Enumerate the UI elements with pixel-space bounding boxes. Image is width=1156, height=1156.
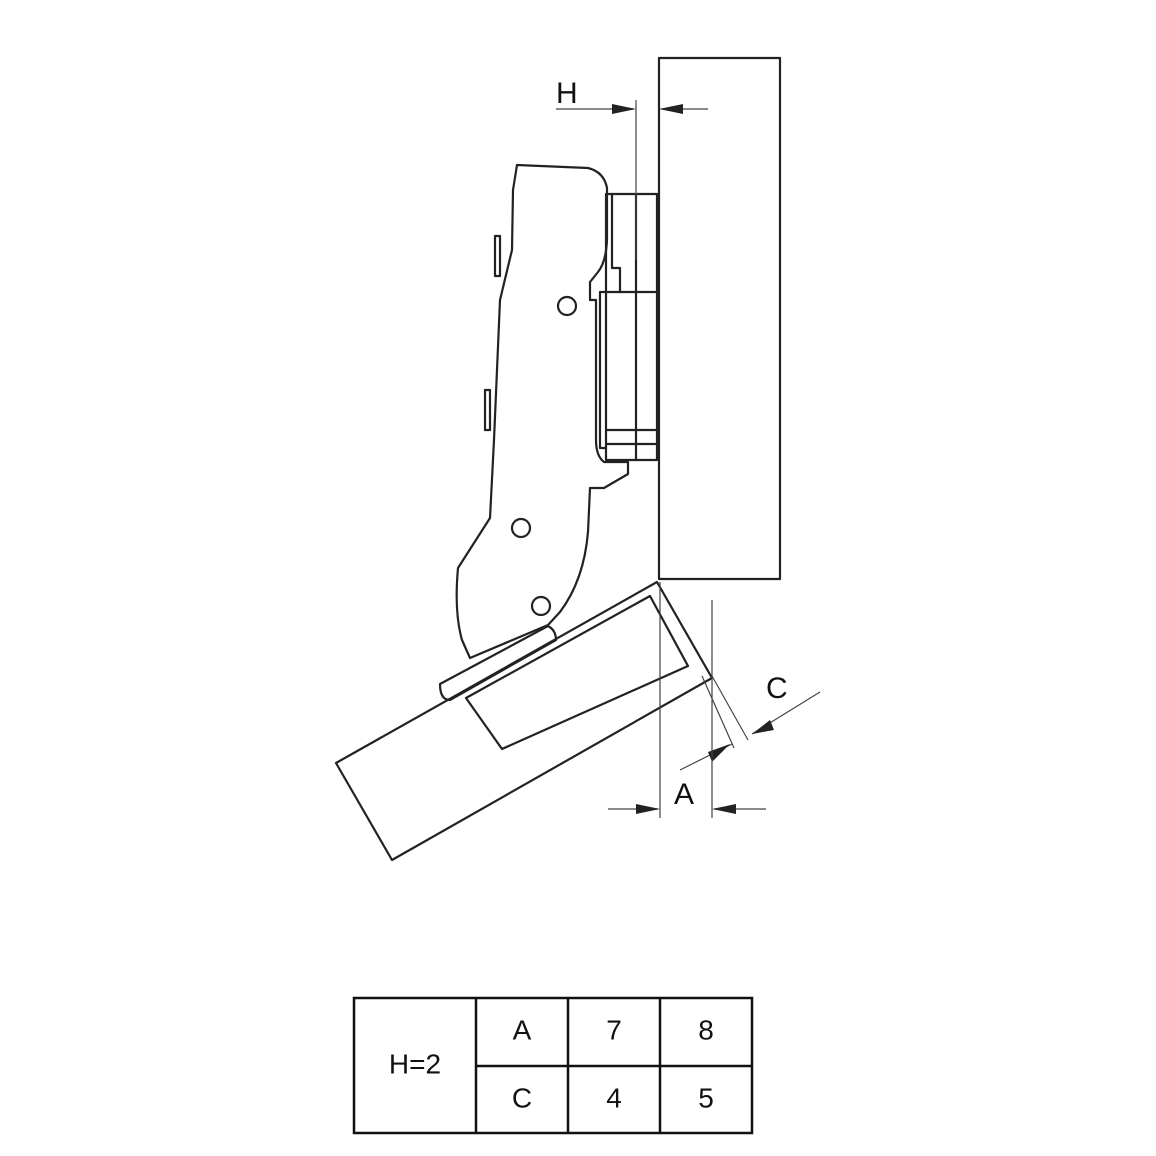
table-cell-a-2: 8 [698, 1014, 714, 1045]
table-cell-c-1: 4 [606, 1082, 622, 1113]
spec-table: H=2 A 7 8 C 4 5 [352, 996, 754, 1135]
table-cell-label-c: C [512, 1082, 532, 1113]
table-row-header: H=2 [389, 1048, 441, 1079]
rivet-middle [510, 517, 532, 539]
cabinet-side-panel [657, 56, 782, 581]
table-cell-a-1: 7 [606, 1014, 622, 1045]
rivet-bottom [530, 595, 552, 617]
door-panel [334, 580, 714, 862]
rivet-top [556, 295, 578, 317]
hinge-arm [455, 163, 630, 660]
dimension-label-h: H [556, 77, 578, 110]
dimension-c: C [679, 672, 821, 771]
mounting-plate [598, 192, 659, 462]
dimension-label-c: C [766, 672, 788, 705]
table-cell-c-2: 5 [698, 1082, 714, 1113]
dimension-label-a: A [674, 778, 694, 811]
hinge-cup-plate [438, 624, 558, 702]
table-cell-label-a: A [513, 1014, 532, 1045]
dimension-h: H [556, 77, 708, 260]
dimension-a: A [608, 582, 766, 818]
